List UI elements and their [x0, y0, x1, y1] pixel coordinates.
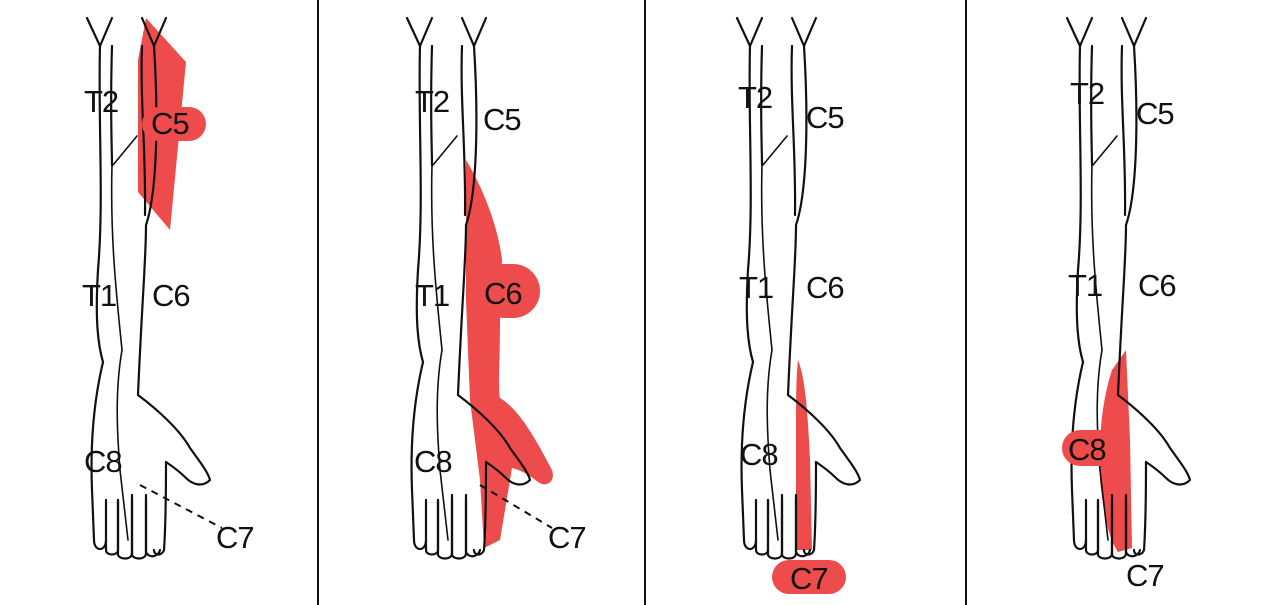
- c7-dermatome-region: [796, 360, 812, 550]
- c7-leader-line: [479, 484, 553, 529]
- panel-c6: T2 C5 T1 C6 C8 C7: [405, 16, 587, 560]
- label-c6: C6: [806, 270, 844, 305]
- label-c8: C8: [1068, 432, 1106, 467]
- label-c7: C7: [216, 520, 254, 555]
- label-c8: C8: [84, 444, 122, 479]
- label-c7: C7: [548, 520, 586, 555]
- label-t2: T2: [1070, 76, 1104, 111]
- label-c5: C5: [806, 100, 844, 135]
- c6-label-highlight: [478, 264, 540, 318]
- panel-c8: T2 C5 T1 C6 C8 C7: [1062, 16, 1192, 593]
- label-c7: C7: [790, 561, 828, 596]
- label-t1: T1: [82, 278, 116, 313]
- label-t2: T2: [84, 84, 118, 119]
- label-t1: T1: [415, 278, 449, 313]
- label-t1: T1: [739, 270, 773, 305]
- label-c8: C8: [414, 444, 452, 479]
- label-c8: C8: [740, 437, 778, 472]
- label-c5: C5: [151, 106, 189, 141]
- label-c5: C5: [1136, 96, 1174, 131]
- label-c5: C5: [483, 102, 521, 137]
- c7-label-highlight: [772, 560, 846, 594]
- c6-dermatome-region: [466, 160, 553, 548]
- label-t2: T2: [415, 84, 449, 119]
- label-t2: T2: [738, 80, 772, 115]
- label-c6: C6: [152, 278, 190, 313]
- panel-c5: T2 C5 T1 C6 C8 C7: [82, 16, 255, 560]
- label-c7: C7: [1126, 558, 1164, 593]
- c8-label-highlight: [1062, 430, 1122, 466]
- panel-c7: T2 C5 T1 C6 C8 C7: [735, 16, 862, 596]
- label-c6: C6: [484, 276, 522, 311]
- label-c6: C6: [1138, 268, 1176, 303]
- label-t1: T1: [1068, 268, 1102, 303]
- c5-label-highlight: [142, 107, 206, 141]
- c7-leader-line: [139, 484, 223, 529]
